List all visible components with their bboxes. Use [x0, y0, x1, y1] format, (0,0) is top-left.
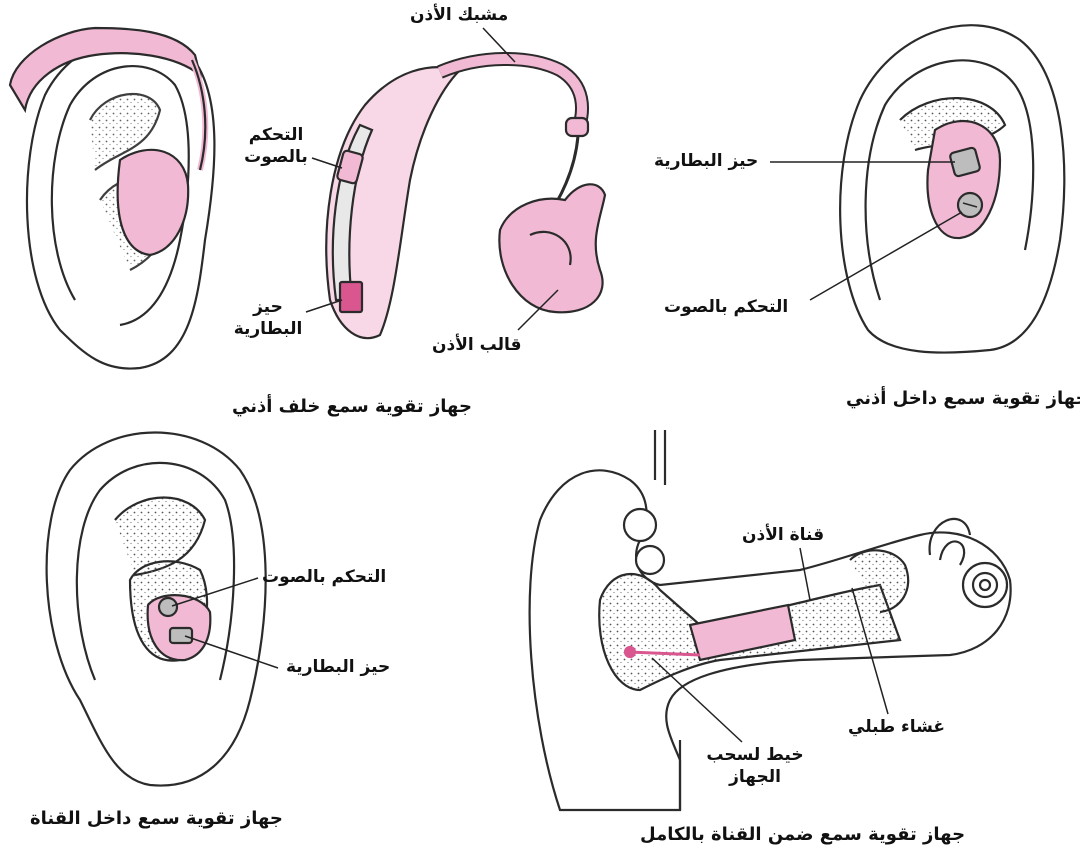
- label-bte-battery-line2: البطارية: [233, 319, 303, 339]
- label-pull-string: خيط لسحب الجهاز: [700, 744, 810, 788]
- leader-ite-volume: [809, 211, 963, 301]
- label-pull-string-line2: الجهاز: [729, 767, 781, 787]
- label-ite-volume-control: التحكم بالصوت: [664, 297, 789, 317]
- caption-cic: جهاز تقوية سمع ضمن القناة بالكامل: [640, 824, 966, 845]
- label-bte-volume-line1: التحكم: [248, 125, 304, 145]
- leader-eardrum: [851, 587, 889, 715]
- label-eardrum: غشاء طبلي: [848, 717, 945, 737]
- leader-pull-string: [651, 657, 743, 743]
- label-bte-volume-line2: بالصوت: [244, 147, 308, 167]
- ite-ear-illustration: [839, 24, 1066, 354]
- caption-ite: جهاز تقوية سمع داخل أذني: [846, 388, 1080, 409]
- leader-lines: [171, 27, 963, 743]
- leader-earmold: [517, 289, 559, 331]
- itc-ear-illustration: [45, 431, 267, 787]
- caption-bte: جهاز تقوية سمع خلف أذني: [232, 396, 472, 417]
- bte-ear-illustration: [8, 26, 216, 370]
- label-ite-battery: حيز البطارية: [654, 151, 759, 171]
- leader-ear-hook: [482, 27, 516, 63]
- leader-bte-volume: [311, 157, 343, 169]
- label-ear-hook: مشبك الأذن: [410, 5, 509, 25]
- leader-bte-battery: [305, 299, 343, 313]
- label-ear-canal: قناة الأذن: [742, 525, 825, 545]
- leader-itc-volume: [171, 577, 259, 607]
- label-bte-battery-line1: حيز: [253, 297, 283, 317]
- leader-itc-battery: [184, 635, 279, 669]
- label-itc-volume-control: التحكم بالصوت: [262, 567, 387, 587]
- label-bte-battery: حيز البطارية: [228, 296, 308, 340]
- label-itc-battery: حيز البطارية: [286, 657, 391, 677]
- label-earmold: قالب الأذن: [432, 335, 522, 355]
- caption-itc: جهاز تقوية سمع داخل القناة: [30, 808, 283, 829]
- cic-cross-section-illustration: [528, 430, 1012, 812]
- label-pull-string-line1: خيط لسحب: [706, 745, 804, 765]
- label-bte-volume-control: التحكم بالصوت: [236, 124, 316, 168]
- bte-device-illustration: [325, 52, 607, 340]
- leader-ear-canal: [799, 547, 811, 601]
